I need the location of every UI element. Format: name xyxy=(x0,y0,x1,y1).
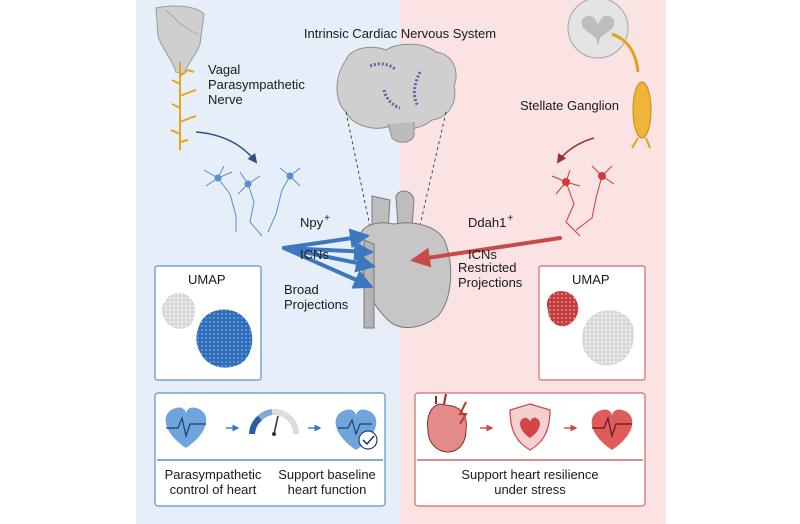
ddah1-neurons-icon xyxy=(551,165,615,237)
vagal-nerve-label: Vagal Parasympathetic Nerve xyxy=(208,62,305,107)
brainstem-icon xyxy=(155,5,205,75)
left-bottom-label-2: Support baseline heart function xyxy=(278,467,376,497)
ddah1-label-sup: + xyxy=(507,213,514,224)
npy-label-sub: ICNs xyxy=(300,247,329,262)
right-bottom-label: Support heart resilience under stress xyxy=(461,467,599,497)
right-umap-gray-cluster xyxy=(581,310,635,366)
broad-projections-label: Broad Projections xyxy=(284,282,349,312)
stressed-heart-icon xyxy=(427,393,468,453)
icns-dashed-line-right xyxy=(417,111,447,235)
left-function-box xyxy=(154,392,386,507)
left-bottom-label-1: Parasympathetic control of heart xyxy=(164,467,262,497)
left-umap-blue-cluster xyxy=(196,309,253,368)
stellate-ganglion-icon xyxy=(611,32,652,149)
left-umap-title: UMAP xyxy=(188,272,226,287)
ddah1-label-main: Ddah1 xyxy=(468,215,507,230)
diagram-title: Intrinsic Cardiac Nervous System xyxy=(303,26,497,41)
broad-projection-arrows xyxy=(282,228,376,289)
stellate-to-neuron-arrow xyxy=(556,137,595,164)
spinal-cord-icon xyxy=(567,0,629,59)
stellate-ganglion-label: Stellate Ganglion xyxy=(520,98,620,113)
gauge-icon xyxy=(249,409,299,436)
npy-icns-label: Npy+ ICNs xyxy=(300,200,360,262)
red-heart-ecg-icon xyxy=(591,409,633,450)
vagal-nerve-icon xyxy=(170,62,197,150)
restricted-projection-arrow xyxy=(410,236,562,268)
right-umap-red-cluster xyxy=(546,291,579,327)
heart-check-icon xyxy=(335,409,378,450)
npy-label-sup: + xyxy=(324,213,330,224)
blue-heart-ecg-icon xyxy=(165,407,207,448)
left-umap-gray-cluster xyxy=(161,292,196,329)
ddah1-icns-label: Ddah1+ ICNs xyxy=(468,200,538,262)
heart-section-icon xyxy=(336,43,457,143)
restricted-projections-label: Restricted Projections xyxy=(458,260,523,290)
right-umap-title: UMAP xyxy=(572,272,610,287)
npy-neurons-icon xyxy=(203,165,301,237)
ddah1-label-sub: ICNs xyxy=(468,247,497,262)
shield-heart-icon xyxy=(509,403,551,451)
npy-label-main: Npy xyxy=(300,215,324,230)
vagal-to-neuron-arrow xyxy=(195,131,258,164)
